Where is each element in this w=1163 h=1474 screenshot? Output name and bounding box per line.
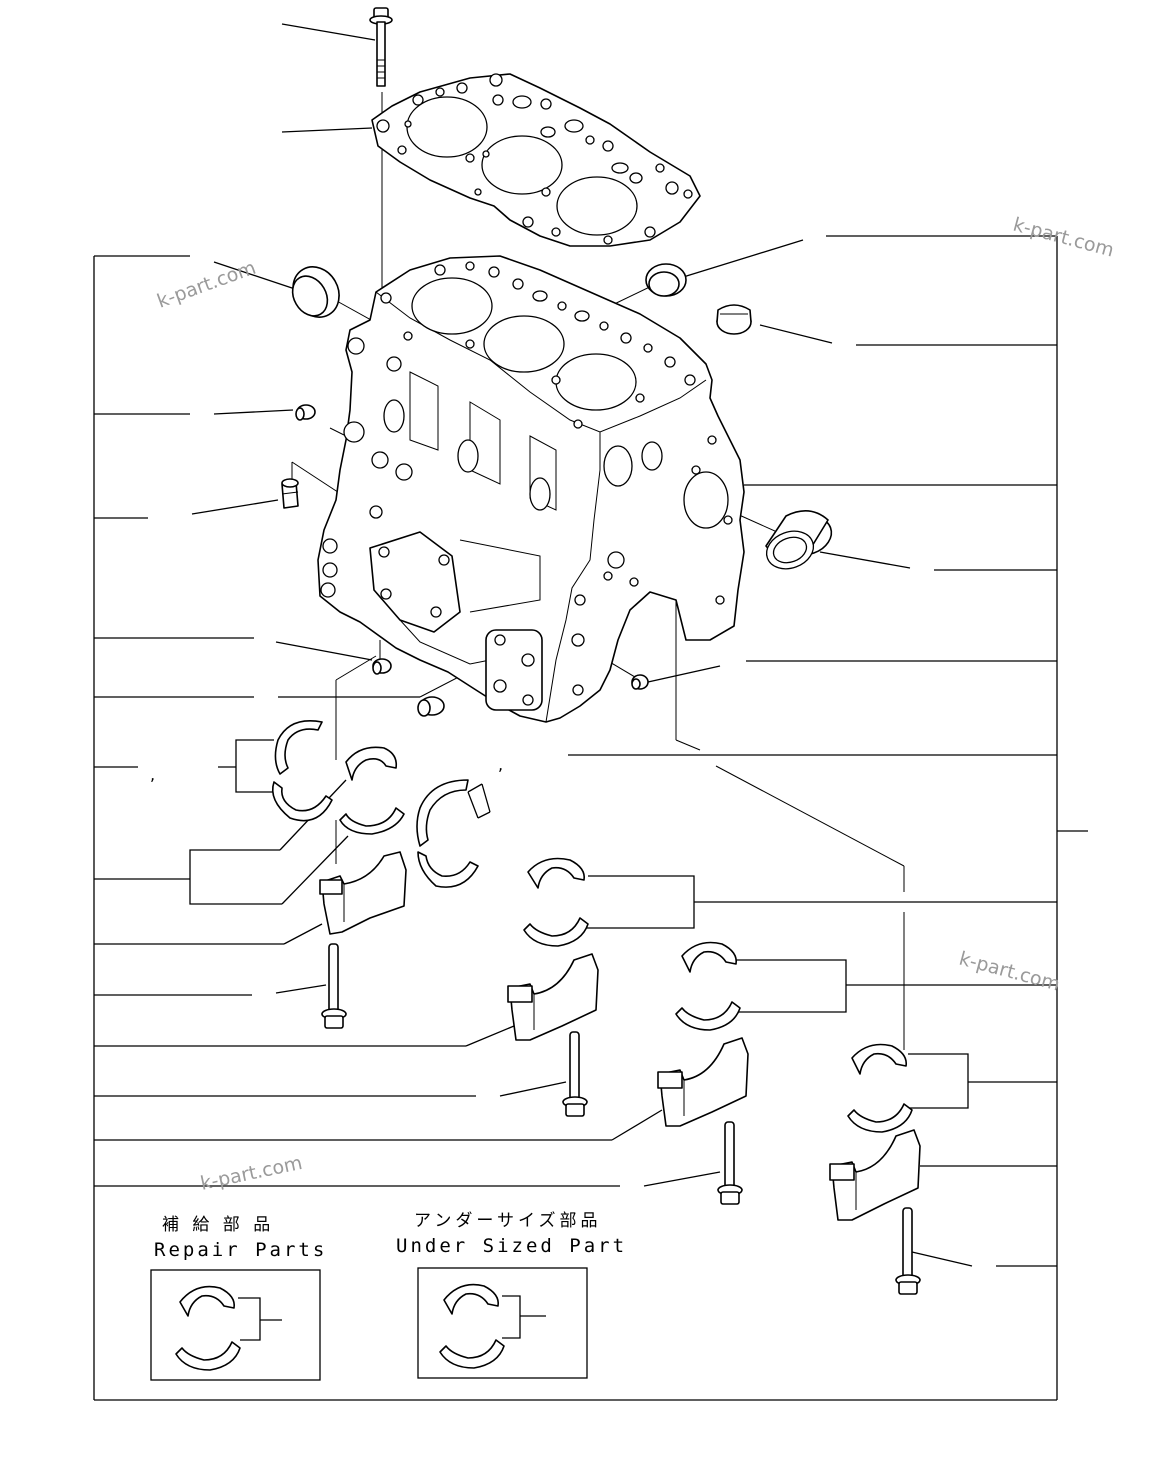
bearing-shell-pair-4 <box>847 1043 913 1133</box>
bearing-shell-pair-3 <box>675 941 741 1031</box>
frame-lines <box>93 236 1088 1401</box>
watermark-4: k-part.com <box>198 1152 304 1195</box>
watermark-3: k-part.com <box>957 948 1063 996</box>
main-bearing-cap-2 <box>507 953 599 1041</box>
watermark-2: k-part.com <box>1011 214 1117 262</box>
thrust-washer-right <box>416 779 479 888</box>
undersized-en-label: Under Sized Part <box>396 1235 627 1257</box>
small-plug-5 <box>631 674 649 690</box>
cap-bolt-3 <box>717 1121 743 1205</box>
watermark-1: k-part.com <box>154 257 259 313</box>
stray-comma-middle: , <box>498 755 503 774</box>
stray-comma-left: , <box>150 765 155 784</box>
small-plug-3 <box>372 658 392 675</box>
head-bolt-top <box>369 7 393 87</box>
cap-bolt-2 <box>562 1031 588 1117</box>
repair-parts-legend: 補 給 部 品 Repair Parts <box>150 1215 327 1381</box>
expansion-plug-right <box>645 263 687 297</box>
small-plug-4 <box>417 696 445 717</box>
cap-bolt-1 <box>321 943 347 1029</box>
small-plug-1 <box>295 404 316 421</box>
cap-bolt-4 <box>895 1207 921 1295</box>
expansion-plug-left <box>291 266 340 318</box>
main-bearing-cap-3 <box>657 1037 749 1127</box>
left-leader-lines <box>94 23 721 1187</box>
bearing-shell-pair-2 <box>523 857 589 947</box>
taper-plug-right <box>716 304 752 335</box>
right-leader-lines <box>568 235 1057 1267</box>
cylinder-block <box>317 255 745 723</box>
main-bearing-cap-4 <box>829 1129 921 1221</box>
main-bearing-cap-1 <box>319 851 407 935</box>
repair-parts-jp-label: 補 給 部 品 <box>162 1215 274 1235</box>
camshaft-bushing <box>765 510 833 570</box>
undersized-parts-legend: アンダーサイズ部品 Under Sized Part <box>396 1211 627 1379</box>
head-gasket <box>371 73 701 247</box>
undersized-jp-label: アンダーサイズ部品 <box>414 1211 601 1231</box>
small-plug-2 <box>281 478 299 509</box>
thrust-washer-left <box>271 720 333 822</box>
bearing-shell-pair-1 <box>339 746 405 835</box>
repair-parts-en-label: Repair Parts <box>154 1239 327 1261</box>
